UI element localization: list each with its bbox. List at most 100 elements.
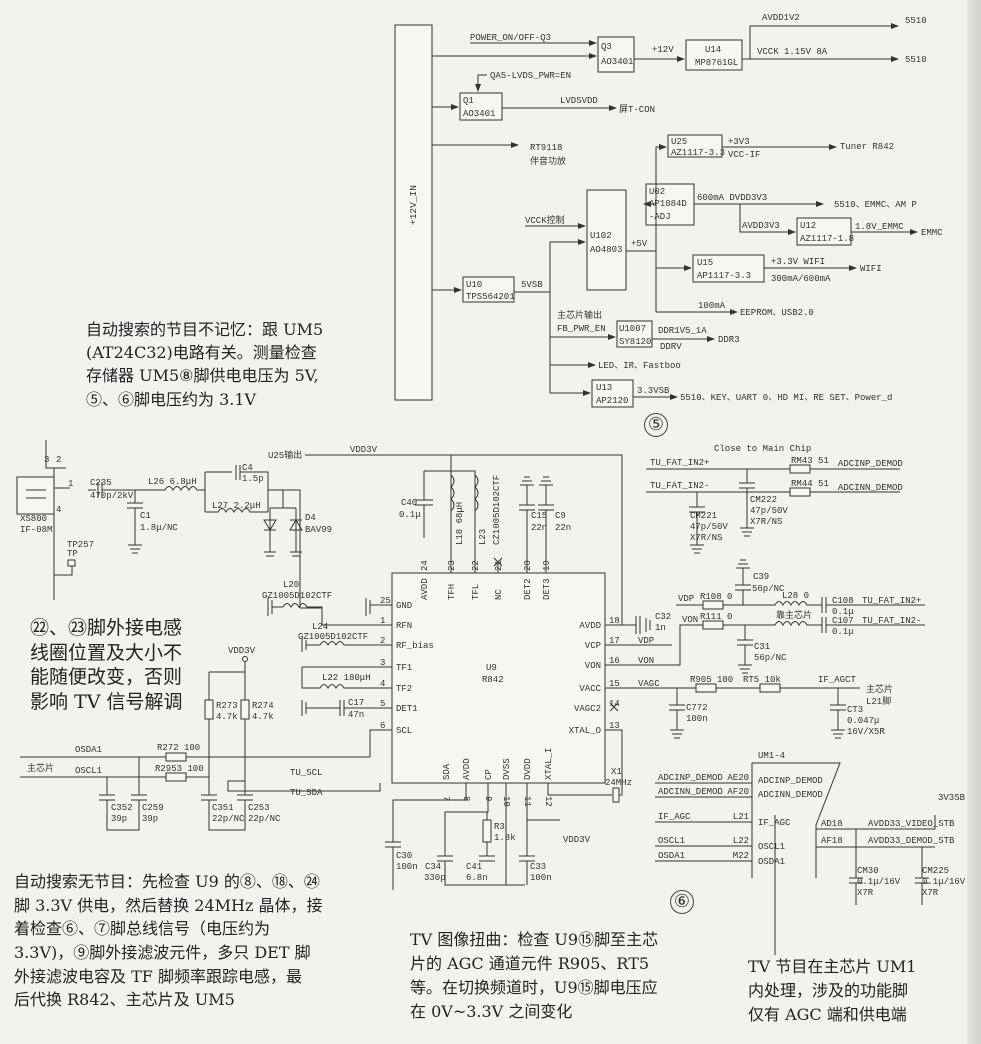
- cm225-type: X7R: [922, 888, 939, 898]
- pin-number: 20: [523, 560, 533, 571]
- inductor-l18-l23: [450, 474, 479, 512]
- cm30-type: X7R: [857, 888, 874, 898]
- c17-value: 47n: [348, 710, 364, 720]
- wifi33-label: +3.3V WIFI: [771, 257, 825, 267]
- section-5-marker: ⑤: [644, 413, 668, 437]
- pin-name: CP: [484, 769, 494, 780]
- c41-label: C41: [466, 862, 482, 872]
- vagc-label: VAGC: [638, 679, 660, 689]
- c17-cap: [301, 700, 392, 716]
- note-line: 在 0V~3.3V 之间变化: [410, 1002, 573, 1021]
- l24-value: GZ1005D102CTF: [298, 632, 368, 642]
- u102-ref: U102: [590, 231, 612, 241]
- c107-label: C107: [832, 616, 854, 626]
- r111-label: R111 0: [700, 612, 732, 622]
- plus5v-label: +5V: [631, 239, 648, 249]
- emmc18-label: 1.8V_EMMC: [855, 222, 904, 232]
- l24-label: L24: [312, 622, 328, 632]
- note-line: 线圈位置及大小不: [30, 641, 183, 664]
- i2c-caps: [99, 757, 253, 831]
- cm222-value: 47p/50V: [750, 506, 788, 516]
- r108-label: R108 0: [700, 592, 732, 602]
- tu-fat-p-label: TU_FAT_IN2+: [650, 458, 709, 468]
- u13-ref: U13: [596, 383, 612, 393]
- c31-label: C31: [754, 642, 770, 652]
- l27-label: L27 2.2μH: [212, 501, 261, 511]
- if-agct-label: IF_AGCT: [818, 675, 856, 685]
- pin-name: AVDD: [420, 578, 430, 600]
- pin-name: DVDD: [523, 758, 533, 780]
- d4-value: BAV99: [305, 525, 332, 535]
- c351-value: 22p/NC: [212, 814, 245, 824]
- um1-pin-number: L21: [733, 812, 749, 822]
- power-tree: +12V_IN POWER_ON/OFF-Q3 Q3 AO3401 +12V U…: [394, 13, 943, 408]
- tuner-label: Tuner R842: [840, 142, 894, 152]
- l21-label: L21脚: [866, 696, 891, 707]
- power-on-label: POWER_ON/OFF-Q3: [470, 33, 551, 43]
- vcck-ctrl-label: VCCK控制: [525, 214, 565, 226]
- q3-part: AO3401: [601, 57, 633, 67]
- r111-resistor: [702, 620, 724, 630]
- note-line: 能随便改变，否则: [30, 666, 183, 689]
- u14-ref: U14: [705, 45, 721, 55]
- um1-wires: [751, 762, 936, 955]
- ct3-type: 16V/X5R: [847, 727, 885, 737]
- pin-name: TFL: [471, 584, 481, 600]
- c253-value: 22p/NC: [248, 814, 281, 824]
- nc-mark: [493, 557, 503, 573]
- vdp-label: VDP: [638, 636, 654, 646]
- u25-part: AZ1117-3.3: [671, 148, 725, 158]
- c9-label: C9: [555, 511, 566, 521]
- tp257-pad: [67, 559, 76, 567]
- wire: [475, 74, 487, 92]
- um1-pin-number: AF20: [727, 787, 749, 797]
- r274-value: 4.7k: [252, 712, 274, 722]
- lvdsvdd-label: LVDSVDD: [560, 96, 598, 106]
- pin-name: AVDD: [579, 621, 601, 631]
- rm43-resistor: [789, 464, 811, 474]
- r273-resistor: [204, 699, 214, 720]
- cm221-type: X7R/NS: [690, 533, 722, 543]
- c351-label: C351: [212, 803, 234, 813]
- tuner-circuit: U25输出 VDD3V C40 0.1μ L18 68μH L23 CZ1005…: [16, 440, 925, 890]
- vdd3v-rail: [305, 454, 623, 625]
- note-line: 仅有 AGC 端和供电端: [748, 1005, 907, 1024]
- emmc-label: EMMC: [921, 228, 943, 238]
- rm44-label: RM44 51: [791, 479, 829, 489]
- pin-number: 17: [609, 636, 620, 646]
- tu-fat-p-label: TU_FAT_IN2+: [862, 596, 921, 606]
- pin-name: VCP: [585, 641, 601, 651]
- pin-label: 1: [68, 479, 73, 489]
- von-label: VON: [638, 656, 654, 666]
- c41-value: 6.8n: [466, 873, 488, 883]
- um1-pin-name: ADCINP_DEMOD: [758, 776, 823, 786]
- c15-value: 22n: [531, 523, 547, 533]
- d4-label: D4: [305, 513, 316, 523]
- dest-5510: 5510: [905, 55, 927, 65]
- note-line: 内处理，涉及的功能脚: [748, 981, 909, 1000]
- r3-value: 1.8k: [494, 833, 516, 843]
- um1-pin-name: ADCINN_DEMOD: [758, 790, 823, 800]
- pin-name: VACC: [579, 684, 601, 694]
- c1-value: 1.8μ/NC: [140, 523, 178, 533]
- um1-net-label: OSCL1: [658, 836, 685, 846]
- xs800-label: XS800: [20, 514, 47, 524]
- l22-inductor: [301, 666, 392, 690]
- fb-pwr-label: FB_PWR_EN: [557, 324, 606, 334]
- pin-name: NC: [494, 589, 504, 600]
- avdd1v2-label: AVDD1V2: [762, 13, 800, 23]
- pin-name: TF2: [396, 684, 412, 694]
- r2953-resistor: [165, 772, 187, 782]
- r108-resistor: [702, 600, 724, 610]
- u13-box: [591, 379, 634, 408]
- note-coil: ㉒、㉓脚外接电感 线圈位置及大小不 能随便改变，否则 影响 TV 信号解调: [30, 616, 182, 715]
- c772-value: 100n: [686, 714, 708, 724]
- c9-value: 22n: [555, 523, 571, 533]
- pin-name: DET2: [523, 578, 533, 600]
- pin-name: AVDD: [462, 758, 472, 780]
- eeprom-label: EEPROM、USB2.0: [740, 308, 814, 318]
- rt9118-label: RT9118: [530, 143, 562, 153]
- cm225-label: CM225: [922, 866, 949, 876]
